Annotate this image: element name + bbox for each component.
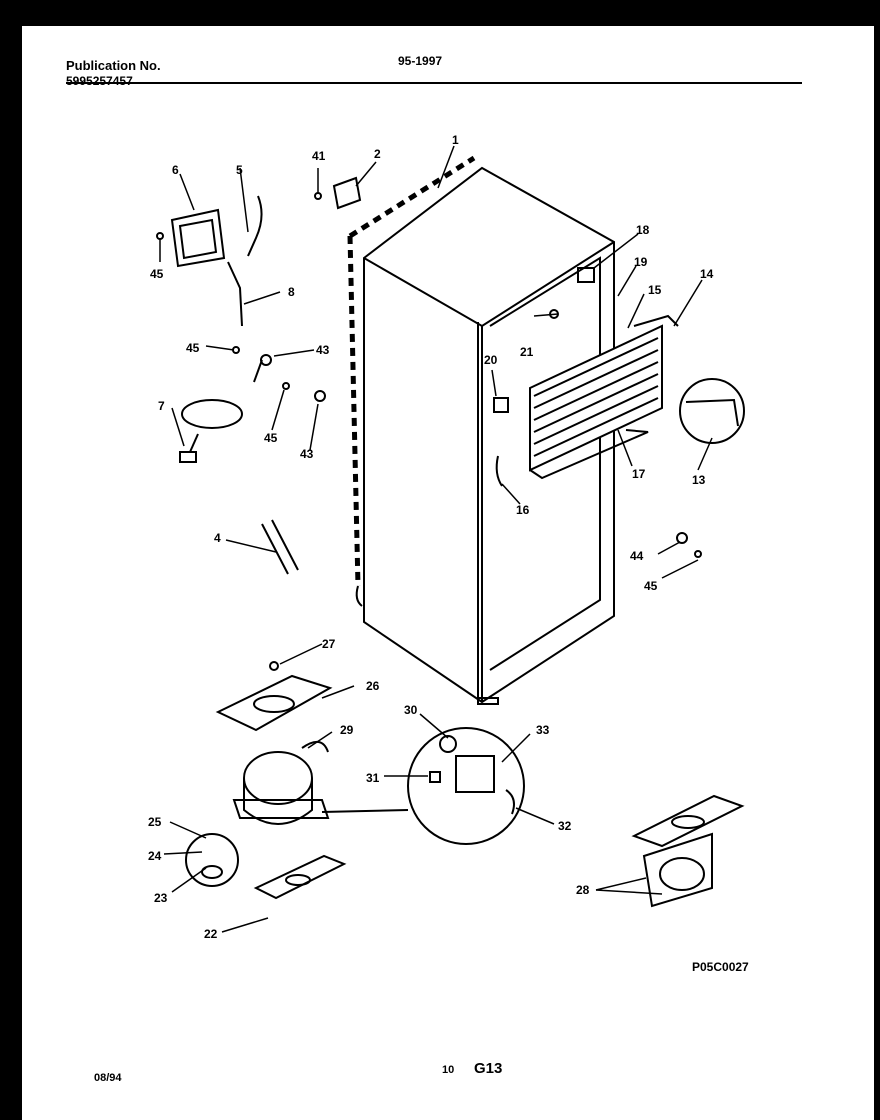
callout-45d: 45 [644,579,658,593]
model-number: 95-1997 [398,54,443,68]
part-6-shape [170,208,226,268]
callout-21: 21 [520,345,534,359]
callout-6: 6 [172,163,179,177]
callout-8: 8 [288,285,295,299]
callout-41: 41 [312,149,326,163]
callout-2: 2 [374,147,381,161]
part-4-drier [261,519,299,575]
condenser-coil [347,155,476,607]
part-26-drain-pan [215,674,333,732]
callout-20: 20 [484,353,498,367]
callout-33: 33 [536,723,550,737]
publication-label: Publication No. [66,58,161,73]
footer-date: 08/94 [94,1072,122,1084]
figure-code: P05C0027 [692,960,749,974]
callout-14: 14 [700,267,714,281]
callout-44: 44 [630,549,644,563]
callout-13: 13 [692,473,706,487]
header-rule [66,82,802,84]
callout-43b: 43 [300,447,314,461]
callout-5: 5 [236,163,243,177]
callout-30: 30 [404,703,418,717]
part-7-power-cord [181,399,243,429]
part-22-bracket [253,854,347,900]
callout-45c: 45 [264,431,278,445]
evaporator-coil [529,314,679,480]
callout-27: 27 [322,637,336,651]
callout-22: 22 [204,927,218,941]
callout-43a: 43 [316,343,330,357]
callout-4: 4 [214,531,221,545]
callout-labels: 1 2 4 5 6 7 8 13 14 15 16 17 18 19 20 21… [148,133,714,941]
detail-circle-relay [407,727,525,845]
part-5-8-wiring [227,195,263,327]
cabinet [363,166,615,705]
callout-17: 17 [632,467,646,481]
callout-28: 28 [576,883,590,897]
part-16-shape [495,455,503,487]
callout-7: 7 [158,399,165,413]
callout-18: 18 [636,223,650,237]
parts-diagram-sheet: Publication No. 5995257457 95-1997 [22,26,874,1120]
callout-16: 16 [516,503,530,517]
callout-15: 15 [648,283,662,297]
part-20-shape [493,397,509,413]
callout-25: 25 [148,815,162,829]
part-18-shape [577,267,595,283]
callout-32: 32 [558,819,572,833]
exploded-view-drawing: 1 2 4 5 6 7 8 13 14 15 16 17 18 19 20 21… [148,133,745,941]
detail-circle-grommet [185,833,239,887]
callout-29: 29 [340,723,354,737]
part-2-shape [332,176,362,210]
callout-24: 24 [148,849,162,863]
callout-45a: 45 [150,267,164,281]
compressor [232,741,330,825]
detail-circle-13 [679,378,745,444]
part-43-shape [260,354,272,366]
callout-23: 23 [154,891,168,905]
line-art [156,145,745,933]
callout-45b: 45 [186,341,200,355]
publication-number: 5995257457 [66,74,133,88]
callout-1: 1 [452,133,459,147]
callout-19: 19 [634,255,648,269]
callout-31: 31 [366,771,380,785]
part-27-shape [269,661,279,671]
section-code: G13 [474,1060,503,1077]
part-28-assembly [631,794,745,908]
leader-lines [159,145,713,933]
page-number: 10 [442,1064,455,1076]
callout-26: 26 [366,679,380,693]
